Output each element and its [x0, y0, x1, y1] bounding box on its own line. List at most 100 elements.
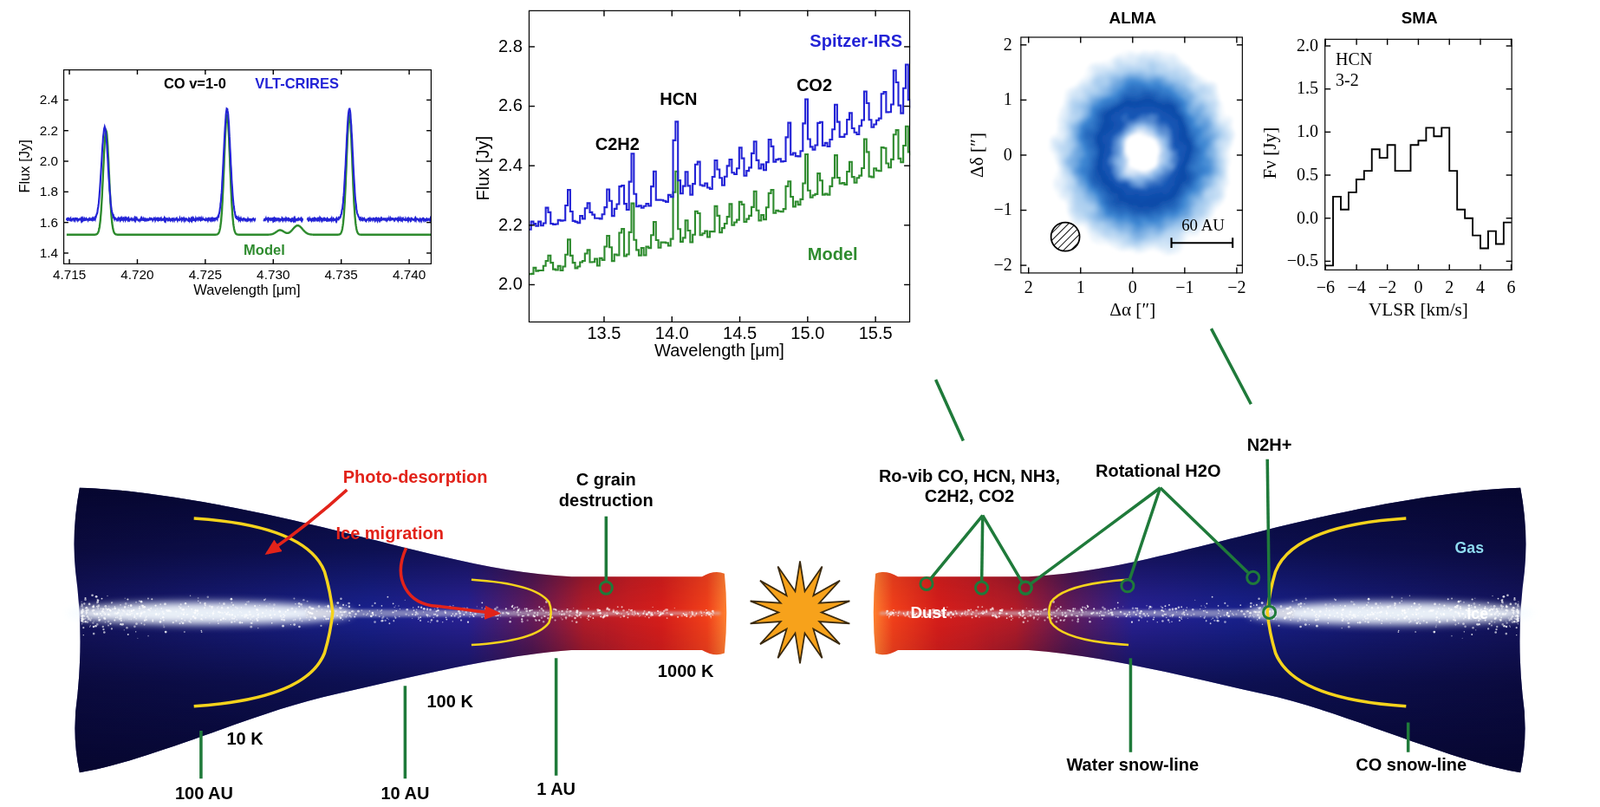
- grain-dot: [586, 617, 589, 620]
- grain-dot: [568, 614, 572, 618]
- grain-dot: [87, 617, 90, 619]
- grain-dot: [268, 613, 271, 616]
- grain-dot: [162, 624, 164, 625]
- svg-line: [1020, 209, 1027, 211]
- grain-dot: [699, 611, 703, 614]
- dust-ring: [1051, 49, 1236, 258]
- axis-text: −1: [1175, 277, 1194, 299]
- grain-dot: [143, 611, 146, 614]
- grain-dot: [180, 611, 183, 614]
- grain-dot: [299, 603, 303, 606]
- grain-dot: [566, 608, 569, 611]
- marker-ring: [975, 581, 988, 594]
- grain-dot: [97, 605, 98, 607]
- grain-dot: [97, 618, 100, 621]
- axis-text: −2: [994, 254, 1013, 276]
- grain-dot: [706, 611, 709, 615]
- grain-dot: [357, 610, 360, 613]
- grain-dot: [298, 625, 301, 629]
- grain-dot: [427, 616, 430, 618]
- grain-dot: [163, 603, 167, 606]
- grain-dot: [474, 612, 477, 616]
- leader-line: [936, 379, 964, 442]
- grain-dot: [81, 614, 84, 617]
- grain-dot: [92, 611, 94, 613]
- grain-dot: [380, 619, 384, 623]
- grain-dot: [528, 610, 531, 612]
- grain-dot: [534, 619, 537, 622]
- grain-dot: [196, 614, 198, 616]
- grain-dot: [521, 615, 524, 618]
- grain-dot: [180, 603, 183, 605]
- grain-dot: [239, 621, 242, 625]
- grain-dot: [542, 620, 545, 623]
- grain-dot: [373, 620, 377, 624]
- grain-dot: [197, 600, 199, 602]
- grain-dot: [227, 611, 229, 613]
- grain-dot: [336, 601, 339, 605]
- grain-dot: [638, 615, 641, 618]
- svg-line: [528, 284, 535, 286]
- grain-dot: [184, 602, 187, 605]
- grain-dot: [305, 617, 307, 618]
- grain-dot: [197, 597, 200, 599]
- axis-text: 6: [1507, 277, 1516, 299]
- svg-line: [1506, 88, 1513, 90]
- grain-dot: [345, 604, 348, 607]
- axis-text: 2.8: [498, 36, 523, 58]
- grain-dot: [435, 610, 437, 612]
- grain-dot: [572, 607, 574, 609]
- axis-text: −1: [994, 200, 1013, 222]
- grain-dot: [386, 596, 389, 599]
- grain-dot: [139, 615, 142, 618]
- grain-dot: [543, 615, 546, 618]
- grain-dot: [498, 610, 501, 612]
- grain-dot: [455, 612, 458, 616]
- grain-dot: [575, 620, 579, 624]
- grain-dot: [286, 608, 290, 612]
- grain-dot: [124, 598, 126, 599]
- grain-dot: [597, 609, 600, 612]
- grain-dot: [358, 604, 361, 606]
- grain-dot: [183, 630, 186, 633]
- grain-dot: [709, 615, 712, 618]
- grain-dot: [627, 613, 630, 616]
- grain-dot: [82, 626, 85, 629]
- axis-text: Wavelength [μm]: [654, 340, 785, 362]
- svg-line: [1506, 131, 1513, 133]
- grain-dot: [318, 604, 321, 608]
- grain-dot: [128, 610, 131, 612]
- grain-dot: [80, 600, 83, 603]
- axis-text: 0: [1003, 144, 1013, 166]
- svg-line: [1027, 266, 1029, 274]
- spitzer-spectrum: [528, 65, 911, 275]
- grain-dot: [94, 624, 98, 628]
- grain-dot: [261, 611, 264, 614]
- grain-dot: [292, 623, 296, 626]
- grain-dot: [104, 617, 107, 621]
- grain-dot: [118, 617, 122, 621]
- svg-line: [1479, 264, 1481, 271]
- grain-dot: [408, 614, 410, 616]
- grain-dot: [108, 608, 110, 610]
- grain-dot: [121, 614, 123, 616]
- axis-text: 2: [1024, 277, 1034, 299]
- grain-dot: [597, 612, 599, 614]
- grain-dot: [681, 614, 683, 617]
- grain-dot: [84, 620, 87, 624]
- grain-dot: [422, 607, 426, 611]
- grain-dot: [299, 618, 300, 620]
- grain-dot: [427, 620, 430, 623]
- svg-line: [1506, 174, 1513, 176]
- grain-dot: [350, 616, 352, 618]
- grain-dot: [294, 603, 297, 605]
- grain-dot: [576, 610, 579, 612]
- axis-text: 4.730: [256, 266, 290, 283]
- grain-dot: [517, 609, 520, 612]
- disk-label: N2H+: [1247, 435, 1293, 457]
- grain-dot: [393, 619, 395, 621]
- grain-dot: [435, 615, 438, 618]
- grain-dot: [419, 619, 422, 622]
- grain-dot: [298, 602, 301, 605]
- grain-dot: [505, 607, 508, 610]
